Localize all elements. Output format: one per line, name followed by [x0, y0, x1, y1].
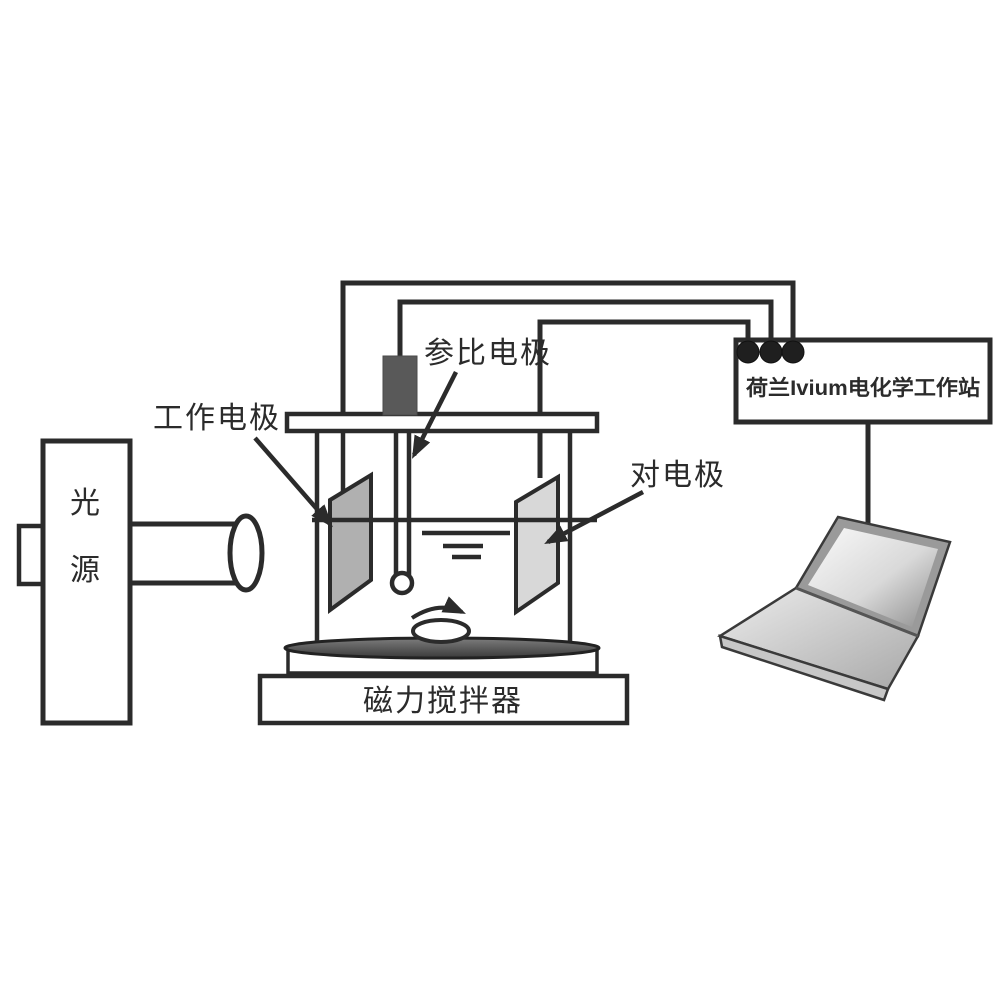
wire-reference-electrode	[397, 299, 774, 356]
light-source-lens	[227, 513, 265, 593]
laptop-hinge	[795, 586, 919, 638]
working-electrode-plate	[328, 471, 373, 614]
laptop-screen-display	[808, 528, 938, 627]
working-electrode-label: 工作电极	[153, 402, 281, 435]
reference-electrode-cap	[382, 355, 418, 416]
wire-counter-electrode	[537, 319, 751, 478]
counter-electrode-label: 对电极	[630, 459, 726, 492]
stirrer-label: 磁力搅拌器	[363, 685, 523, 718]
workstation-terminal-1	[736, 340, 760, 364]
reference-electrode-arrow	[411, 370, 459, 459]
wiring	[340, 280, 871, 523]
light-source-box	[40, 438, 133, 726]
light-source: 光 源	[16, 438, 265, 726]
reference-electrode-label: 参比电极	[424, 337, 552, 370]
light-source-power-stub	[16, 523, 46, 587]
light-source-label-char2: 源	[70, 554, 102, 587]
workstation-terminal-3	[781, 340, 805, 364]
laptop	[717, 515, 952, 702]
stir-bar	[411, 618, 471, 644]
electrochemical-cell	[284, 355, 600, 644]
stirrer-base	[257, 673, 630, 726]
cell-lid	[284, 411, 600, 434]
counter-electrode-arrow	[544, 490, 645, 545]
light-source-label-char1: 光	[70, 487, 102, 520]
magnetic-stirrer: 磁力搅拌器	[257, 636, 630, 726]
laptop-front-edge	[718, 634, 890, 702]
wire-working-electrode	[340, 280, 796, 415]
annotations: 工作电极 参比电极 对电极	[153, 337, 726, 545]
workstation: 荷兰Ivium电化学工作站	[733, 337, 993, 425]
reference-tube-bulb	[389, 570, 415, 596]
counter-electrode-plate	[514, 473, 560, 616]
workstation-terminal-2	[759, 340, 783, 364]
liquid-level-marks	[422, 530, 510, 560]
workstation-label: 荷兰Ivium电化学工作站	[746, 376, 980, 400]
stir-rotation-arrow	[410, 596, 466, 620]
working-electrode-arrow	[253, 436, 333, 528]
